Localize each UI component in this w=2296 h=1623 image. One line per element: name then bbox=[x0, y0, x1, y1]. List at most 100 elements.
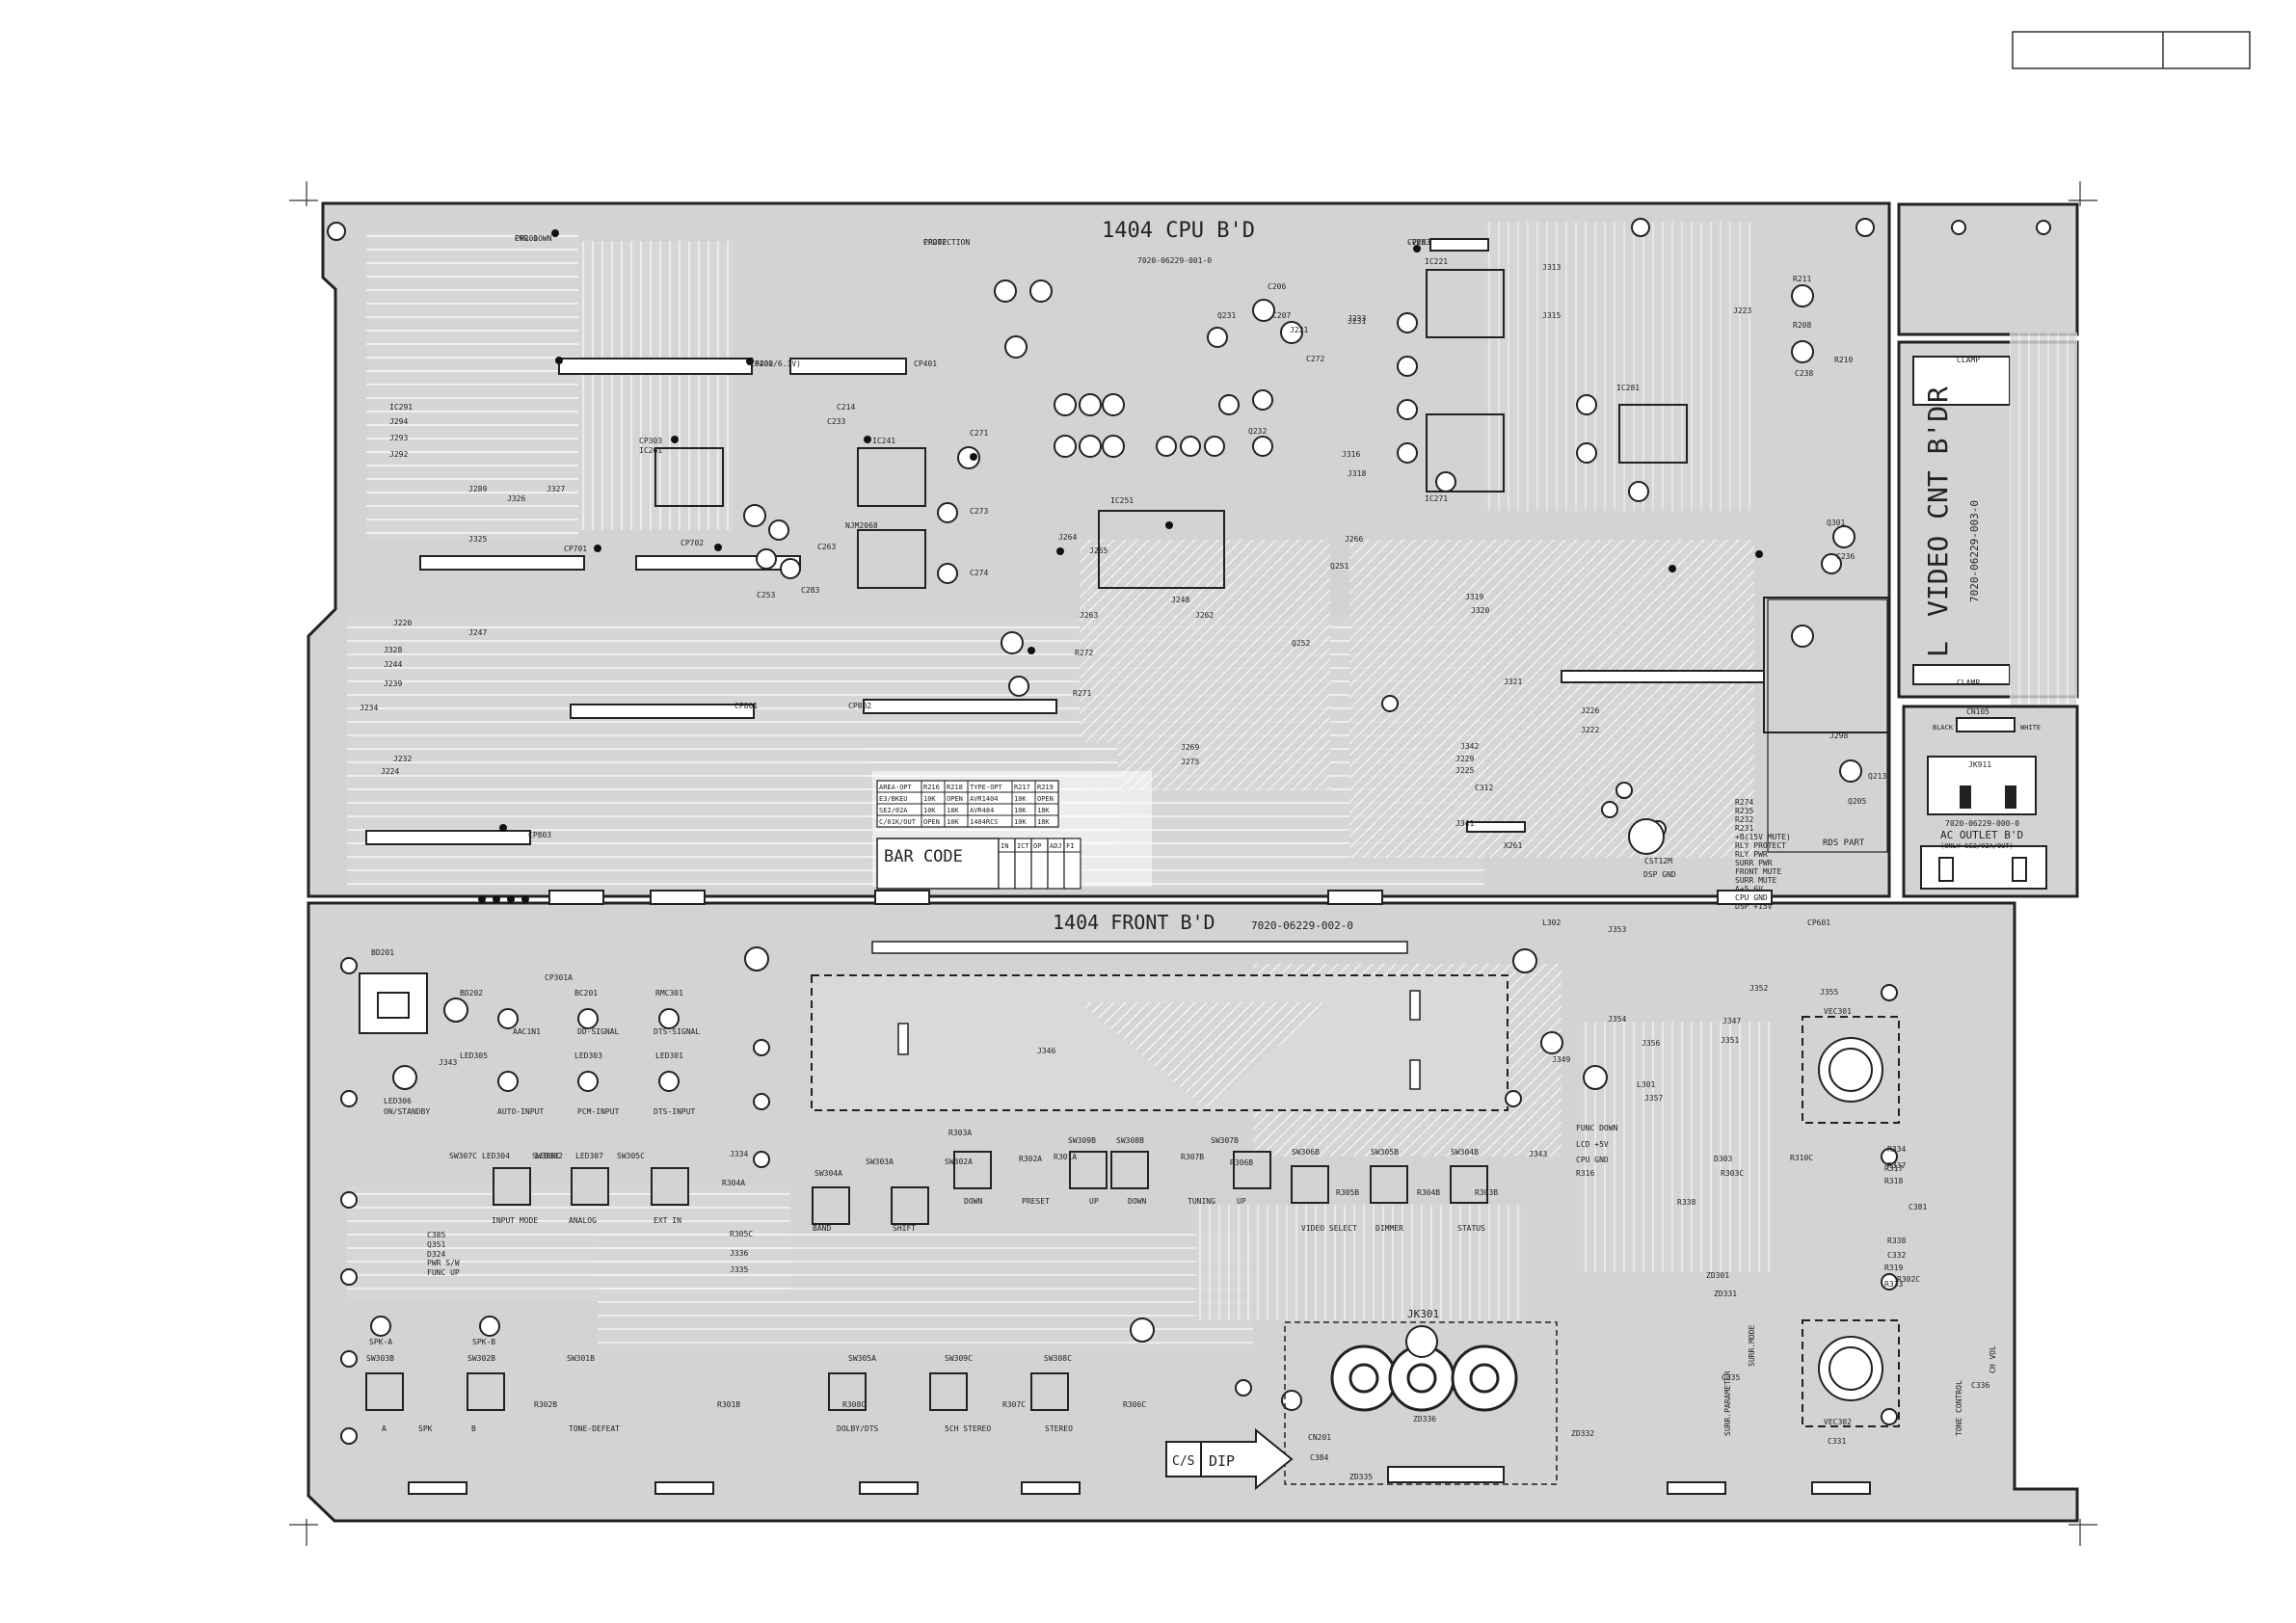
component-label: SW305B bbox=[1371, 1148, 1399, 1157]
knob-label: VEC302 bbox=[1824, 1418, 1852, 1426]
component-label: C331 bbox=[1828, 1437, 1846, 1446]
component-label: C253 bbox=[757, 591, 775, 599]
option-table-cell: TYPE-OPT bbox=[970, 784, 1003, 791]
component-label: R210 bbox=[1834, 356, 1853, 364]
option-table-cell: R219 bbox=[1037, 784, 1054, 791]
tact-switch bbox=[1450, 1165, 1488, 1204]
option-table-cell: SE2/02A bbox=[879, 807, 908, 814]
component-label: R303C bbox=[1721, 1169, 1744, 1178]
button-function-label: DIMMER bbox=[1375, 1224, 1403, 1233]
led-label: PCM-INPUT bbox=[577, 1107, 620, 1116]
component-label: J315 bbox=[1542, 311, 1561, 320]
component-label: IC271 bbox=[1425, 494, 1448, 503]
component-label: C312 bbox=[1475, 784, 1493, 792]
component-label: J343 bbox=[439, 1058, 457, 1067]
barcode-field-label: ICT bbox=[1017, 842, 1029, 850]
component-label: LED305 bbox=[460, 1051, 488, 1060]
component-label: J265 bbox=[1089, 546, 1108, 555]
component-label: D324 bbox=[427, 1250, 445, 1259]
component-label: CP203 bbox=[1407, 238, 1430, 247]
button-function-label: 5CH STEREO bbox=[945, 1424, 991, 1433]
component-label: R337 bbox=[1887, 1161, 1906, 1170]
component-label: ZD335 bbox=[1349, 1473, 1373, 1481]
option-table-cell: E3/BKEU bbox=[879, 795, 908, 803]
component-label: J355 bbox=[1820, 988, 1838, 997]
component-label: C236 bbox=[1836, 552, 1855, 561]
component-label: J349 bbox=[1552, 1055, 1570, 1064]
tact-switch bbox=[953, 1151, 992, 1189]
component-label: R304B bbox=[1417, 1188, 1440, 1197]
component-label: C214 bbox=[837, 403, 855, 412]
tact-switch bbox=[571, 1167, 609, 1206]
front-board-part-number: 7020-06229-002-0 bbox=[1251, 919, 1353, 932]
component-label: CP802 bbox=[848, 702, 871, 710]
component-label: ZD336 bbox=[1413, 1415, 1436, 1423]
led-label: AAC1N1 bbox=[513, 1027, 541, 1036]
component-label: SW301B bbox=[567, 1354, 595, 1363]
component-label: Q205 bbox=[1848, 797, 1866, 806]
component-label: J221 bbox=[1290, 326, 1308, 334]
component-label: IC281 bbox=[1616, 384, 1640, 392]
component-label: SW302A bbox=[945, 1157, 973, 1166]
component-label: J351 bbox=[1721, 1036, 1739, 1045]
component-label: Q213 bbox=[1868, 772, 1886, 781]
component-label: J292 bbox=[389, 450, 408, 459]
component-label: R274 bbox=[1735, 798, 1753, 807]
component-label: PROTECTION bbox=[923, 238, 970, 247]
rds-part-label: RDS PART bbox=[1823, 838, 1865, 848]
component-label: -VKK bbox=[1407, 238, 1426, 247]
component-label: C283 bbox=[801, 586, 819, 595]
component-label: J347 bbox=[1722, 1017, 1741, 1025]
component-label: R304A bbox=[722, 1179, 745, 1187]
component-label: R303A bbox=[948, 1129, 972, 1137]
barcode-field-label: ADJ bbox=[1050, 842, 1062, 850]
option-table-cell: R217 bbox=[1014, 784, 1030, 791]
video-r-label: R bbox=[1922, 386, 1954, 403]
component-label: J334 bbox=[730, 1150, 748, 1158]
ac-cn-label: CN105 bbox=[1966, 707, 1989, 716]
component-label: LED302 bbox=[535, 1152, 563, 1160]
option-table-cell: 10K bbox=[923, 807, 936, 814]
knob-label: VEC301 bbox=[1824, 1007, 1852, 1016]
component-label: SW309C bbox=[945, 1354, 973, 1363]
component-label: SW308C bbox=[1044, 1354, 1072, 1363]
option-table-cell: OPEN bbox=[923, 818, 940, 826]
component-label: J223 bbox=[1733, 306, 1751, 315]
component-label: J294 bbox=[389, 417, 408, 426]
dip-arrow: C/S DIP bbox=[1165, 1427, 1294, 1491]
option-table-cell: C/01K/OUT bbox=[879, 818, 917, 826]
component-label: C272 bbox=[1306, 355, 1324, 363]
tact-switch bbox=[1233, 1151, 1271, 1189]
knob-label: CH VOL bbox=[1989, 1345, 1997, 1373]
jk301-label: JK301 bbox=[1407, 1308, 1439, 1320]
cpu-board-title: 1404 CPU B'D bbox=[1102, 219, 1255, 243]
component-label: C206 bbox=[1268, 282, 1286, 291]
jk301-jack: JK301 bbox=[1284, 1308, 1558, 1485]
component-label: J231 bbox=[1348, 317, 1366, 326]
ac-board-title: AC OUTLET B'D bbox=[1940, 829, 2023, 841]
cs-label: C/S bbox=[1172, 1454, 1194, 1469]
component-label: R310C bbox=[1790, 1154, 1813, 1162]
option-table-cell: 10K bbox=[923, 795, 936, 803]
button-function-label: TONE-DEFEAT bbox=[569, 1424, 620, 1433]
component-label: SW307C bbox=[449, 1152, 477, 1160]
option-table-cell: R216 bbox=[923, 784, 940, 791]
component-label: SURR PWR bbox=[1735, 859, 1773, 867]
ac-black-label: BLACK bbox=[1933, 724, 1954, 732]
component-label: J262 bbox=[1195, 611, 1214, 620]
tact-switch bbox=[828, 1372, 867, 1411]
component-label: J353 bbox=[1608, 925, 1626, 934]
component-label: C381 bbox=[1909, 1203, 1927, 1211]
component-label: CP303 bbox=[639, 437, 662, 445]
crop-marks bbox=[289, 181, 2097, 1546]
component-label: J232 bbox=[393, 755, 412, 763]
button-function-label: SHIFT bbox=[893, 1224, 916, 1233]
vec302-encoder bbox=[1802, 1319, 1900, 1427]
component-label: L302 bbox=[1542, 918, 1561, 927]
component-label: J335 bbox=[730, 1265, 748, 1274]
led-label: ON/STANDBY bbox=[384, 1107, 430, 1116]
tact-switch bbox=[891, 1186, 929, 1225]
component-label: J266 bbox=[1345, 535, 1363, 544]
